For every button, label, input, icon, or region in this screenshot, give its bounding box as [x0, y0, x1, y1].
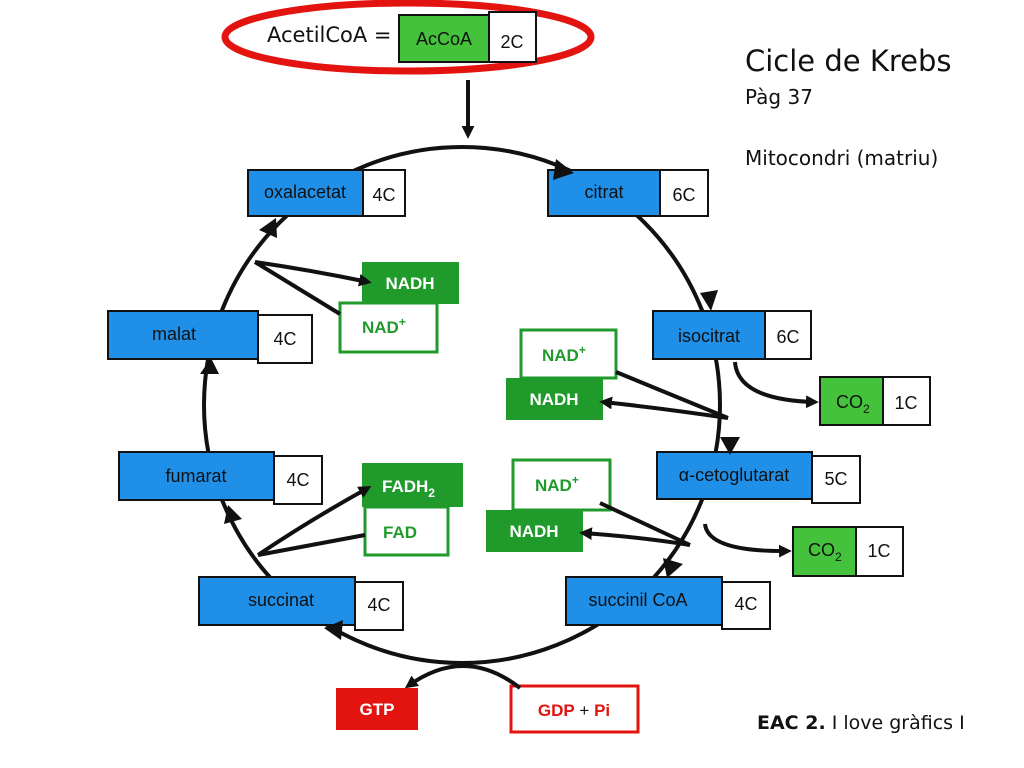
fadh2-box — [362, 463, 463, 507]
accoa-carbon-box — [488, 11, 537, 63]
side-reaction-arrows — [253, 260, 819, 690]
svg-text:4C: 4C — [273, 329, 296, 349]
cycle-arrow-fumarat — [224, 505, 242, 524]
nadh-label-malat: NADH — [385, 274, 434, 293]
nad-box-isocitrat — [519, 328, 618, 380]
highlight-ellipse — [221, 0, 595, 75]
svg-text:4C: 4C — [734, 594, 757, 614]
nad-box-malat — [338, 301, 439, 354]
gdp-pi-box — [509, 684, 640, 734]
co2-box-1: CO2 1C — [819, 376, 931, 426]
metabolite-malat: malat 4C — [107, 310, 313, 364]
accoa-label: AcCoA — [416, 29, 472, 49]
metabolite-succinil-coa: succinil CoA 4C — [565, 576, 771, 630]
svg-text:1C: 1C — [867, 541, 890, 561]
svg-text:1C: 1C — [894, 393, 917, 413]
cycle-arrow-succinil — [663, 558, 683, 578]
svg-text:isocitrat: isocitrat — [678, 326, 740, 346]
gtp-box — [336, 688, 418, 730]
svg-text:4C: 4C — [367, 595, 390, 615]
nadh-label-cetoglutarat: NADH — [509, 522, 558, 541]
fadh2-label: FADH2 — [382, 477, 435, 500]
gdp-pi-label: GDP + Pi — [538, 701, 610, 720]
co2-box-2: CO2 1C — [792, 526, 904, 577]
svg-text:succinil CoA: succinil CoA — [588, 590, 687, 610]
metabolite-succinat: succinat 4C — [198, 576, 404, 631]
metabolite-cetoglutarat: α-cetoglutarat 5C — [656, 451, 861, 504]
acetil-label: AcetilCoA = — [267, 23, 392, 47]
svg-text:4C: 4C — [286, 470, 309, 490]
svg-text:fumarat: fumarat — [165, 466, 226, 486]
svg-text:4C: 4C — [372, 185, 395, 205]
page-title: Cicle de Krebs — [745, 44, 952, 78]
fad-box — [363, 505, 450, 557]
footer-label: EAC 2. I love gràfics I — [757, 712, 965, 734]
cycle-arrow-malat — [200, 358, 219, 374]
cycle-circle — [202, 145, 722, 665]
metabolite-isocitrat: isocitrat 6C — [652, 310, 812, 360]
accoa-carbons: 2C — [500, 32, 523, 52]
cycle-arrow-cetoglutarat — [720, 437, 740, 455]
page-number: Pàg 37 — [745, 85, 813, 109]
svg-text:oxalacetat: oxalacetat — [264, 182, 346, 202]
cycle-arrow-isocitrat — [700, 290, 718, 311]
metabolite-fumarat: fumarat 4C — [118, 451, 323, 505]
fad-label: FAD — [383, 523, 417, 542]
cycle-arrow-oxalacetat — [259, 218, 277, 238]
gtp-label: GTP — [360, 700, 395, 719]
svg-text:6C: 6C — [776, 327, 799, 347]
nadh-box-cetoglutarat — [486, 510, 583, 552]
svg-text:malat: malat — [152, 324, 196, 344]
svg-text:CO2: CO2 — [808, 540, 842, 564]
cycle-arrow-succinat — [324, 620, 343, 640]
nadh-label-isocitrat: NADH — [529, 390, 578, 409]
svg-text:citrat: citrat — [584, 182, 623, 202]
nad-label-cetoglutarat: NAD+ — [535, 473, 579, 495]
nad-label-isocitrat: NAD+ — [542, 343, 586, 365]
svg-text:α-cetoglutarat: α-cetoglutarat — [679, 465, 789, 485]
nadh-box-isocitrat — [506, 378, 603, 420]
svg-text:CO2: CO2 — [836, 392, 870, 416]
svg-text:6C: 6C — [672, 185, 695, 205]
cycle-arrow-citrat — [553, 159, 574, 180]
metabolite-oxalacetat: oxalacetat 4C — [247, 169, 406, 217]
metabolite-citrat: citrat 6C — [547, 169, 709, 217]
location-label: Mitocondri (matriu) — [745, 146, 938, 170]
svg-text:succinat: succinat — [248, 590, 314, 610]
svg-text:5C: 5C — [824, 469, 847, 489]
nadh-box-malat — [362, 262, 459, 304]
nad-label-malat: NAD+ — [362, 315, 406, 337]
